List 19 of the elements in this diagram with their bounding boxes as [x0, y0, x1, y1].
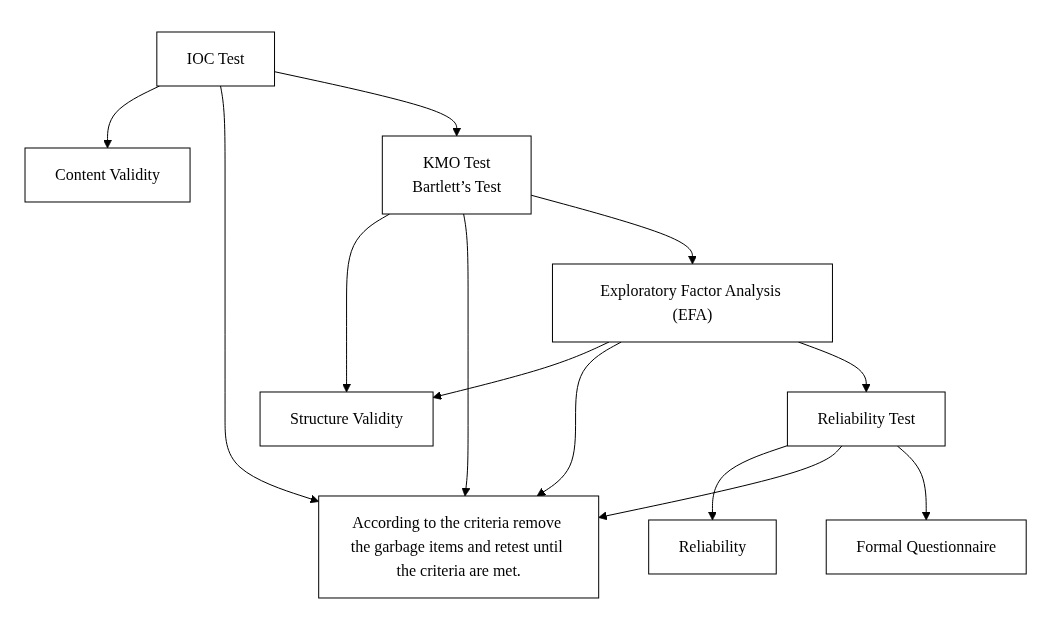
node-box: Formal Questionnaire: [826, 519, 1028, 575]
node-box: Content Validity: [24, 147, 191, 203]
node-box: Reliability Test: [787, 391, 946, 447]
node-box: Structure Validity: [259, 391, 434, 447]
arrow: [433, 341, 610, 400]
arrow: [531, 194, 698, 265]
node-box: KMO Test Bartlett’s Test: [382, 135, 532, 215]
node-box: IOC Test: [156, 31, 276, 87]
arrow: [462, 213, 471, 497]
arrow: [897, 445, 931, 521]
node-box: Exploratory Factor Analysis (EFA): [552, 263, 834, 343]
arrow: [708, 445, 789, 521]
arrow: [342, 213, 391, 393]
arrow: [220, 85, 320, 504]
node-box: Reliability: [648, 519, 778, 575]
node-box: According to the criteria remove the garbage items and retest until the criteria are met.: [318, 495, 600, 599]
arrow: [798, 341, 872, 393]
arrow: [274, 71, 462, 137]
arrow: [598, 445, 843, 521]
